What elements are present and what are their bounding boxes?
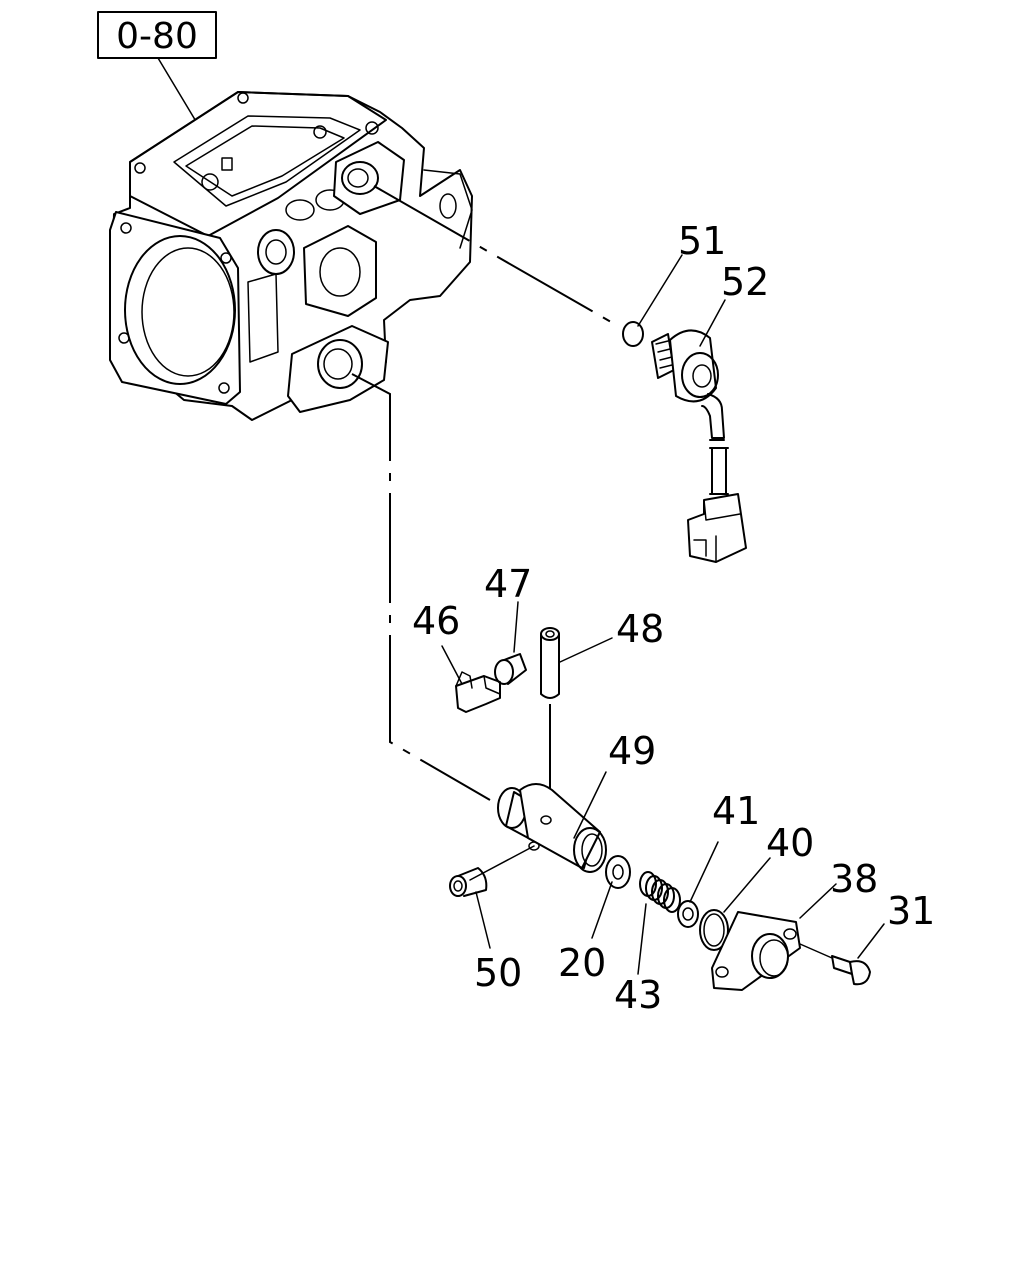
clip-46[interactable] xyxy=(455,671,501,713)
reference-leader xyxy=(157,57,201,129)
callout-46[interactable]: 46 xyxy=(412,599,460,643)
reference-box[interactable]: 0-80 xyxy=(97,11,217,59)
callout-40[interactable]: 40 xyxy=(766,821,814,865)
callout-41[interactable]: 41 xyxy=(712,789,760,833)
callout-43[interactable]: 43 xyxy=(614,973,662,1017)
spring-43[interactable] xyxy=(639,871,681,913)
callout-49[interactable]: 49 xyxy=(608,729,656,773)
callout-38[interactable]: 38 xyxy=(830,857,878,901)
reference-box-label: 0-80 xyxy=(116,16,198,57)
sensor-axis-line xyxy=(373,185,619,327)
plug-axis-line xyxy=(469,845,535,881)
washer-20[interactable] xyxy=(605,855,631,889)
pin-48[interactable] xyxy=(540,627,560,699)
washer-41[interactable] xyxy=(677,900,699,928)
bolt-31[interactable] xyxy=(799,943,871,986)
callout-labels: 51 52 47 46 48 49 41 40 38 31 50 20 43 xyxy=(412,219,935,1017)
leader-lines xyxy=(441,254,885,975)
pump-body xyxy=(109,91,473,421)
pressure-switch-52[interactable] xyxy=(651,329,747,563)
callout-31[interactable]: 31 xyxy=(887,889,935,933)
o-ring-40[interactable] xyxy=(699,909,729,951)
sleeve-49[interactable] xyxy=(497,783,607,873)
screw-47[interactable] xyxy=(494,653,527,685)
o-ring-51[interactable] xyxy=(622,321,644,347)
callout-51[interactable]: 51 xyxy=(678,219,726,263)
callout-48[interactable]: 48 xyxy=(616,607,664,651)
callout-47[interactable]: 47 xyxy=(484,562,532,606)
valve-axis-line xyxy=(351,373,491,801)
cover-plate-38[interactable] xyxy=(711,911,801,991)
callout-20[interactable]: 20 xyxy=(558,941,606,985)
plug-50[interactable] xyxy=(449,867,488,897)
callout-52[interactable]: 52 xyxy=(721,260,769,304)
callout-50[interactable]: 50 xyxy=(474,951,522,995)
